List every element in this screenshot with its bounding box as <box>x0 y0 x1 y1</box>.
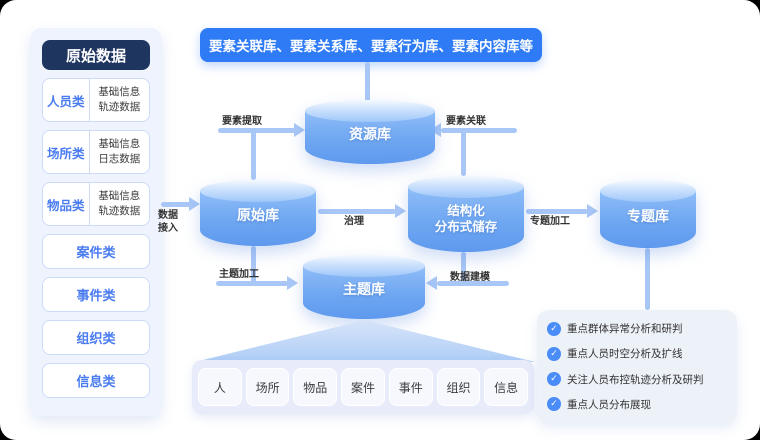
funnel-shape <box>195 320 535 362</box>
desc-line: 基础信息 <box>98 137 141 150</box>
arrowhead-right-icon <box>294 123 305 137</box>
connector-original-resource <box>218 128 296 133</box>
edge-label-subject-build: 主题加工 <box>219 269 259 280</box>
check-icon: ✓ <box>547 372 561 387</box>
entity-organization: 组织 <box>436 368 481 406</box>
analysis-text: 重点人员分布展现 <box>567 398 651 411</box>
arrowhead-right-icon <box>287 276 298 290</box>
analysis-panel: ✓ 重点群体异常分析和研判 ✓ 重点人员时空分析及扩线 ✓ 关注人员布控轨迹分析… <box>537 310 737 423</box>
connector-structured-subject <box>437 281 509 286</box>
db-subject-label: 主题库 <box>343 282 385 299</box>
db-special: 专题库 <box>600 180 696 248</box>
category-label: 场所类 <box>43 131 90 173</box>
arrowhead-left-icon <box>426 276 437 290</box>
db-special-label: 专题库 <box>627 209 669 226</box>
db-structured: 结构化 分布式储存 <box>408 176 524 252</box>
arrowhead-right-icon <box>587 204 598 218</box>
connector-structured-special <box>526 209 588 214</box>
analysis-item: ✓ 重点群体异常分析和研判 <box>547 321 727 336</box>
arrowhead-left-icon <box>430 123 441 137</box>
db-subject: 主题库 <box>303 255 425 319</box>
analysis-text: 重点人员时空分析及扩线 <box>567 348 683 361</box>
cylinder-top <box>303 255 425 277</box>
edge-label-model: 数据建模 <box>450 272 490 283</box>
entity-event: 事件 <box>388 368 433 406</box>
edge-label-line: 接入 <box>158 222 178 234</box>
raw-data-panel: 原始数据 人员类 基础信息 轨迹数据 场所类 基础信息 日志数据 物品类 基础信… <box>30 28 162 416</box>
desc-line: 基础信息 <box>98 189 141 202</box>
connector-sidebar-original <box>161 202 191 207</box>
check-icon: ✓ <box>547 397 561 412</box>
arrowhead-right-icon <box>189 197 200 211</box>
cylinder-top <box>305 100 435 122</box>
sidebar-item-case: 案件类 <box>42 234 150 269</box>
entity-row: 人 场所 物品 案件 事件 组织 信息 <box>192 360 534 414</box>
category-desc: 基础信息 轨迹数据 <box>90 183 149 225</box>
arrowhead-right-icon <box>395 204 406 218</box>
cylinder-top <box>200 180 316 202</box>
analysis-item: ✓ 关注人员布控轨迹分析及研判 <box>547 372 727 387</box>
connector-original-down <box>251 246 256 284</box>
check-icon: ✓ <box>547 346 561 361</box>
element-libraries-banner: 要素关联库、要素关系库、要素行为库、要素内容库等 <box>200 28 542 62</box>
desc-line: 轨迹数据 <box>98 205 141 217</box>
sidebar-item-object: 物品类 基础信息 轨迹数据 <box>42 182 150 226</box>
edge-label-special-build: 专题加工 <box>530 216 570 227</box>
analysis-item: ✓ 重点人员分布展现 <box>547 397 727 412</box>
raw-data-title: 原始数据 <box>42 40 150 70</box>
edge-label-extract: 要素提取 <box>222 116 262 127</box>
entity-place: 场所 <box>245 368 290 406</box>
db-structured-line1: 结构化 <box>447 202 485 218</box>
db-resource: 资源库 <box>305 100 435 164</box>
category-label: 物品类 <box>43 183 90 225</box>
analysis-text: 重点群体异常分析和研判 <box>567 323 683 335</box>
db-original: 原始库 <box>200 180 316 246</box>
connector-structured-up <box>461 130 466 176</box>
edge-label-associate: 要素关联 <box>446 116 486 127</box>
desc-line: 基础信息 <box>98 85 141 98</box>
edge-label-govern: 治理 <box>344 216 364 227</box>
connector-original-up <box>251 130 256 180</box>
entity-person: 人 <box>198 368 242 406</box>
connector-banner-resource <box>365 62 370 102</box>
connector-structured-resource <box>441 128 517 133</box>
category-desc: 基础信息 轨迹数据 <box>90 79 149 121</box>
desc-line: 轨迹数据 <box>98 101 141 113</box>
desc-line: 日志数据 <box>98 153 141 165</box>
sidebar-item-place: 场所类 基础信息 日志数据 <box>42 130 150 174</box>
cylinder-top <box>600 180 696 202</box>
db-original-label: 原始库 <box>237 208 279 225</box>
connector-original-structured <box>318 209 396 214</box>
check-icon: ✓ <box>547 321 561 336</box>
entity-case: 案件 <box>341 368 385 406</box>
analysis-text: 关注人员布控轨迹分析及研判 <box>567 373 704 386</box>
sidebar-item-personnel: 人员类 基础信息 轨迹数据 <box>42 78 150 122</box>
connector-original-subject <box>216 281 288 286</box>
sidebar-item-information: 信息类 <box>42 363 150 398</box>
edge-label-ingest: 数据 接入 <box>158 210 178 235</box>
connector-structured-down <box>461 252 466 284</box>
db-resource-label: 资源库 <box>349 127 391 144</box>
category-label: 人员类 <box>43 79 90 121</box>
sidebar-item-event: 事件类 <box>42 277 150 312</box>
db-structured-label: 结构化 分布式储存 <box>408 203 524 237</box>
sidebar-item-organization: 组织类 <box>42 320 150 355</box>
entity-information: 信息 <box>484 368 529 406</box>
entity-object: 物品 <box>293 368 338 406</box>
cylinder-top <box>408 176 524 198</box>
db-structured-line2: 分布式储存 <box>434 219 498 235</box>
category-desc: 基础信息 日志数据 <box>90 131 149 173</box>
edge-label-line: 数据 <box>158 210 178 221</box>
connector-special-analysis <box>645 248 650 310</box>
analysis-item: ✓ 重点人员时空分析及扩线 <box>547 346 727 361</box>
